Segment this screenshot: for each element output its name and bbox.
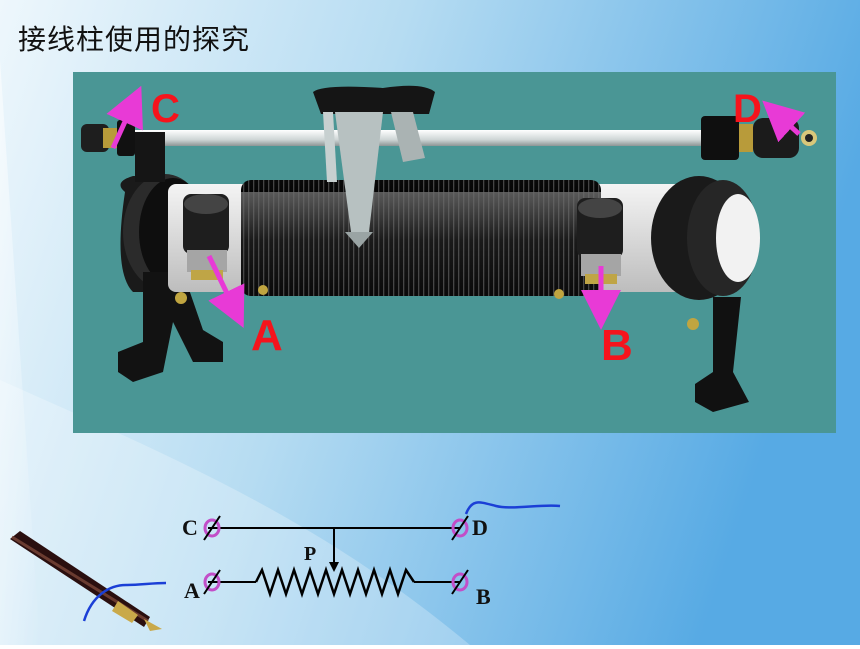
slide-title: 接线柱使用的探究 [18, 23, 251, 56]
terminal-d-symbol [451, 515, 469, 541]
photo-label-d: D [733, 87, 762, 131]
arrow-d [762, 100, 806, 143]
terminal-a-knob [183, 194, 268, 295]
rheostat-photo: C D A B [73, 72, 836, 433]
resistance-coil [241, 180, 601, 296]
arrow-c [106, 85, 143, 150]
rheostat-symbol: C D P A B [160, 490, 580, 620]
slider-arrowhead [329, 562, 339, 572]
photo-label-a: A [251, 311, 283, 360]
handwritten-stroke [82, 581, 167, 622]
photo-label-c: C [151, 87, 180, 131]
terminal-a-symbol [203, 569, 221, 595]
resistor-zigzag [254, 566, 416, 598]
circuit-label-b: B [476, 584, 491, 609]
photo-label-b: B [601, 321, 633, 370]
arrow-a [206, 254, 245, 329]
slider-rod [103, 130, 783, 146]
circuit-label-d: D [472, 515, 488, 540]
pen-cursor [0, 525, 190, 640]
terminal-c-symbol [203, 515, 221, 541]
circuit-label-c: C [182, 515, 198, 540]
handwritten-wire [464, 501, 561, 515]
circuit-label-a: A [184, 578, 200, 603]
circuit-label-p: P [304, 543, 316, 565]
pen-icon [10, 531, 162, 631]
right-stand [651, 176, 760, 412]
terminal-b-symbol [451, 569, 469, 595]
slider-contact [313, 85, 435, 248]
